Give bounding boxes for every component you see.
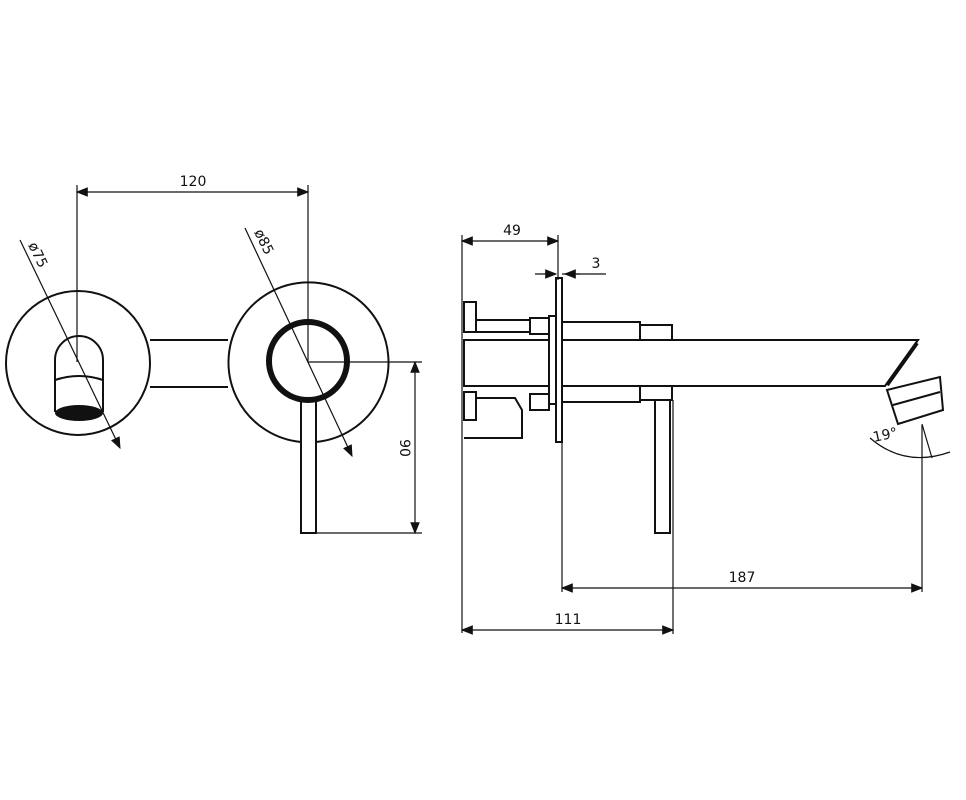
lower-sleeve [561, 385, 641, 403]
dimension-outlet-angle: 19° [872, 425, 900, 446]
dimension-body-depth: 49 [503, 223, 521, 239]
dimension-spout-diameter: ø75 [24, 240, 50, 271]
dimension-lever-projection: 111 [555, 612, 582, 628]
spout-wall-plate [5, 290, 151, 436]
dimension-plate-thickness: 3 [592, 256, 601, 272]
concealed-body [463, 339, 550, 387]
front-view: 120 ø75 ø85 90 [5, 174, 422, 535]
dimension-spacing: 120 [180, 174, 207, 190]
spout-outlet [54, 335, 104, 412]
side-view: 49 3 187 111 19° [460, 223, 951, 635]
mixer-lever [300, 399, 317, 534]
spout-nozzle [885, 375, 945, 426]
spout [562, 339, 920, 387]
dimension-spout-projection: 187 [729, 570, 756, 586]
side-lever [654, 399, 671, 534]
dimension-lever-height: 90 [396, 439, 412, 457]
spout-aerator [55, 405, 103, 421]
dimension-mixer-diameter: ø85 [250, 227, 276, 258]
upper-sleeve [561, 321, 641, 341]
